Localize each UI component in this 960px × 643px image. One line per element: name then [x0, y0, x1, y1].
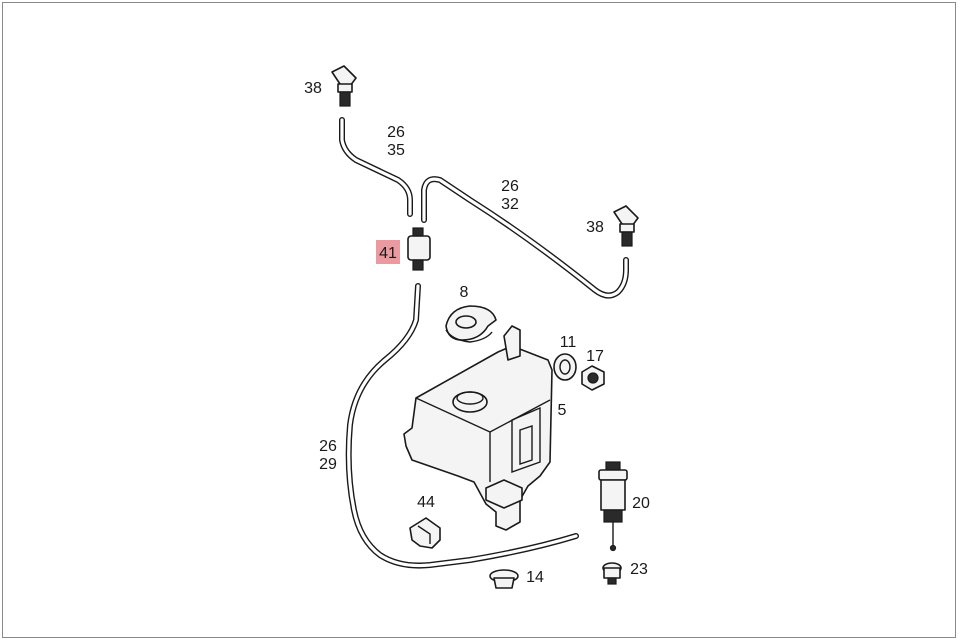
label-hose-upper-right-b[interactable]: 32 — [501, 196, 519, 213]
label-hose-main-b[interactable]: 29 — [319, 456, 337, 473]
grommet-shape — [553, 353, 577, 381]
plug-shape — [489, 569, 519, 589]
nut-shape — [581, 365, 605, 391]
hose-upper-left-shape — [339, 117, 413, 217]
hose-main-shape — [345, 283, 579, 569]
label-nut[interactable]: 17 — [586, 348, 604, 365]
label-nozzle-left[interactable]: 38 — [304, 80, 322, 97]
label-clip[interactable]: 44 — [417, 494, 435, 511]
hose-upper-right-shape — [421, 176, 629, 299]
label-plug[interactable]: 14 — [526, 569, 544, 586]
seal-plate-shape — [445, 305, 497, 343]
label-hose-upper-left-b[interactable]: 35 — [387, 142, 405, 159]
label-grommet[interactable]: 11 — [560, 334, 577, 351]
highlight-part-41 — [376, 240, 400, 264]
label-level-sensor-cap[interactable]: 23 — [630, 561, 648, 578]
label-pump[interactable]: 20 — [632, 495, 650, 512]
reservoir-shape — [403, 325, 553, 531]
check-valve-shape — [407, 227, 431, 271]
label-hose-main-a[interactable]: 26 — [319, 438, 337, 455]
nozzle-left-shape — [331, 65, 357, 107]
label-seal-plate[interactable]: 8 — [460, 284, 469, 301]
label-check-valve[interactable]: 41 — [379, 245, 397, 262]
label-hose-upper-right-a[interactable]: 26 — [501, 178, 519, 195]
label-nozzle-right[interactable]: 38 — [586, 219, 604, 236]
nozzle-right-shape — [613, 205, 639, 247]
level-sensor-cap-shape — [602, 562, 622, 585]
pump-shape — [598, 461, 628, 552]
label-hose-upper-left-a[interactable]: 26 — [387, 124, 405, 141]
clip-shape — [409, 517, 441, 549]
label-reservoir[interactable]: 5 — [558, 402, 567, 419]
